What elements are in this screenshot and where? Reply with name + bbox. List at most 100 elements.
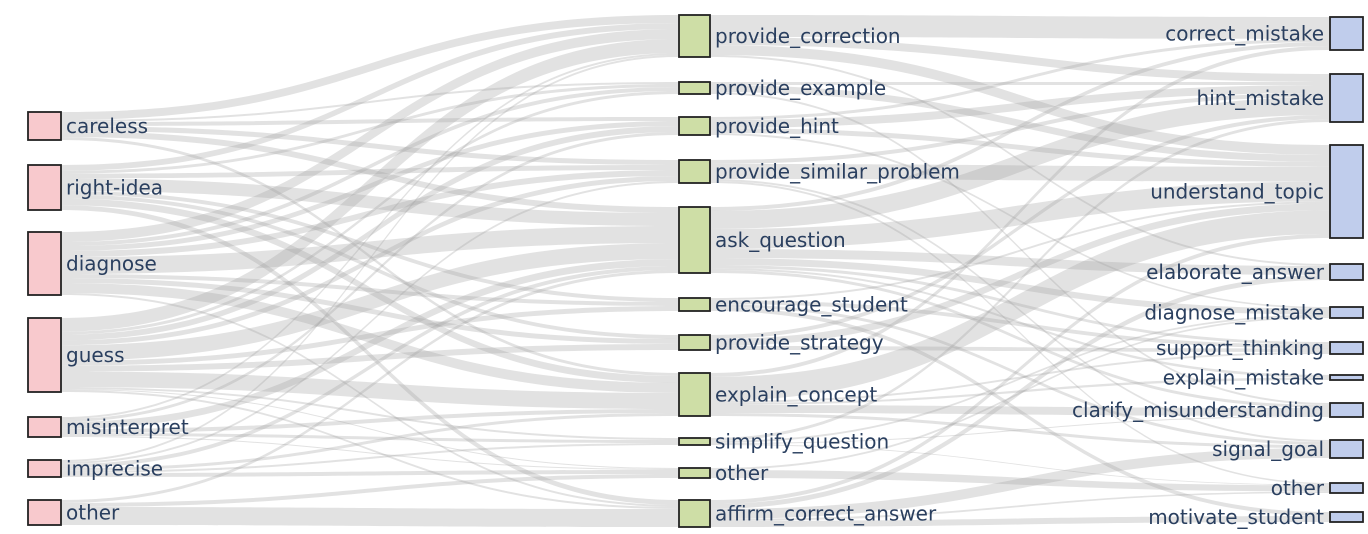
flow-other_l-to-other_m	[61, 474, 679, 507]
flow-affirm_correct_answer-to-understand_topic	[710, 234, 1330, 505]
flow-affirm_correct_answer-to-signal_goal	[710, 448, 1330, 519]
node-label-misinterpret: misinterpret	[66, 415, 189, 439]
flow-provide_hint-to-correct_mistake	[710, 39, 1330, 120]
flow-affirm_correct_answer-to-motivate_student	[710, 516, 1330, 527]
node-provide_similar_problem[interactable]	[678, 159, 711, 184]
flow-diagnose-to-provide_correction	[61, 29, 679, 242]
node-label-ask_question: ask_question	[715, 228, 846, 252]
flow-misinterpret-to-explain_concept	[61, 409, 679, 433]
node-label-provide_strategy: provide_strategy	[715, 331, 884, 355]
node-correct_mistake[interactable]	[1329, 16, 1364, 51]
flow-careless-to-provide_similar_problem	[61, 126, 679, 165]
node-other_r[interactable]	[1329, 482, 1364, 494]
node-hint_mistake[interactable]	[1329, 73, 1364, 123]
node-label-motivate_student: motivate_student	[1148, 505, 1324, 529]
node-diagnose[interactable]	[27, 231, 62, 296]
node-label-encourage_student: encourage_student	[715, 293, 908, 317]
node-other_l[interactable]	[27, 499, 62, 526]
flow-guess-to-provide_similar_problem	[61, 176, 679, 346]
flow-other_l-to-affirm_correct_answer	[61, 507, 679, 527]
flow-provide_example-to-hint_mistake	[710, 82, 1330, 85]
node-signal_goal[interactable]	[1329, 439, 1364, 459]
flow-right-idea-to-provide_strategy	[61, 194, 679, 339]
flow-provide_correction-to-correct_mistake	[710, 15, 1330, 39]
flow-ask_question-to-understand_topic	[710, 181, 1330, 249]
flow-ask_question-to-clarify_misunderstanding	[710, 270, 1330, 408]
node-encourage_student[interactable]	[678, 297, 711, 312]
node-label-elaborate_answer: elaborate_answer	[1146, 260, 1325, 284]
node-label-simplify_question: simplify_question	[715, 430, 889, 454]
flow-guess-to-explain_concept	[61, 371, 679, 409]
flow-guess-to-provide_example	[61, 91, 679, 335]
node-label-clarify_misunderstanding: clarify_misunderstanding	[1072, 398, 1324, 422]
flow-encourage_student-to-understand_topic	[710, 201, 1330, 300]
flow-careless-to-ask_question	[61, 131, 679, 213]
flow-careless-to-provide_hint	[61, 117, 679, 126]
flow-provide_correction-to-understand_topic	[710, 45, 1330, 155]
node-label-provide_example: provide_example	[715, 76, 886, 100]
flow-guess-to-affirm_correct_answer	[61, 390, 679, 509]
node-label-provide_correction: provide_correction	[715, 24, 901, 48]
flow-provide_hint-to-diagnose_mistake	[710, 133, 1330, 309]
node-motivate_student[interactable]	[1329, 511, 1364, 523]
node-support_thinking[interactable]	[1329, 341, 1364, 355]
flow-simplify_question-to-other_r	[710, 444, 1330, 486]
node-guess[interactable]	[27, 317, 62, 393]
node-provide_strategy[interactable]	[678, 334, 711, 351]
flow-guess-to-provide_hint	[61, 126, 679, 341]
flow-guess-to-provide_strategy	[61, 344, 679, 372]
flow-diagnose-to-provide_example	[61, 87, 679, 246]
node-clarify_misunderstanding[interactable]	[1329, 402, 1364, 418]
flow-provide_similar_problem-to-other_r	[710, 181, 1330, 485]
node-label-explain_mistake: explain_mistake	[1163, 366, 1324, 390]
node-label-correct_mistake: correct_mistake	[1165, 22, 1324, 46]
flow-explain_concept-to-explain_mistake	[710, 377, 1330, 405]
flow-ask_question-to-explain_mistake	[710, 268, 1330, 378]
node-imprecise[interactable]	[27, 459, 62, 478]
node-simplify_question[interactable]	[678, 437, 711, 446]
flow-guess-to-provide_correction	[61, 39, 679, 332]
flow-provide_similar_problem-to-understand_topic	[710, 164, 1330, 182]
flow-diagnose-to-ask_question	[61, 226, 679, 274]
flow-misinterpret-to-provide_hint	[61, 132, 679, 422]
node-diagnose_mistake[interactable]	[1329, 306, 1364, 319]
flow-provide_similar_problem-to-hint_mistake	[710, 93, 1330, 164]
flow-ask_question-to-correct_mistake	[710, 42, 1330, 211]
node-ask_question[interactable]	[678, 206, 711, 274]
flow-careless-to-explain_concept	[61, 137, 679, 376]
flow-right-idea-to-explain_concept	[61, 198, 679, 383]
flow-right-idea-to-encourage_student	[61, 190, 679, 302]
node-provide_example[interactable]	[678, 81, 711, 95]
node-explain_concept[interactable]	[678, 372, 711, 417]
flow-encourage_student-to-signal_goal	[710, 304, 1330, 445]
node-label-other_m: other	[715, 461, 769, 485]
flow-diagnose-to-provide_similar_problem	[61, 170, 679, 257]
node-elaborate_answer[interactable]	[1329, 263, 1364, 281]
node-right-idea[interactable]	[27, 164, 62, 211]
flow-right-idea-to-provide_correction	[61, 23, 679, 171]
flow-explain_concept-to-support_thinking	[710, 352, 1330, 403]
node-explain_mistake[interactable]	[1329, 374, 1364, 381]
flow-misinterpret-to-ask_question	[61, 259, 679, 429]
flow-diagnose-to-encourage_student	[61, 274, 679, 306]
flow-guess-to-ask_question	[61, 243, 679, 361]
node-other_m[interactable]	[678, 467, 711, 479]
node-label-imprecise: imprecise	[66, 457, 163, 481]
node-affirm_correct_answer[interactable]	[678, 499, 711, 528]
node-careless[interactable]	[27, 111, 62, 141]
node-label-explain_concept: explain_concept	[715, 383, 877, 407]
flow-encourage_student-to-support_thinking	[710, 300, 1330, 349]
node-label-signal_goal: signal_goal	[1212, 437, 1324, 461]
flow-simplify_question-to-hint_mistake	[710, 119, 1330, 441]
flow-ask_question-to-hint_mistake	[710, 97, 1330, 229]
node-provide_correction[interactable]	[678, 14, 711, 58]
node-label-affirm_correct_answer: affirm_correct_answer	[715, 502, 937, 526]
flow-imprecise-to-other_m	[61, 470, 679, 477]
flow-right-idea-to-provide_similar_problem	[61, 165, 679, 179]
sankey-nodes	[27, 14, 1364, 528]
node-misinterpret[interactable]	[27, 416, 62, 438]
node-understand_topic[interactable]	[1329, 144, 1364, 239]
node-label-diagnose: diagnose	[66, 252, 157, 276]
node-provide_hint[interactable]	[678, 116, 711, 136]
